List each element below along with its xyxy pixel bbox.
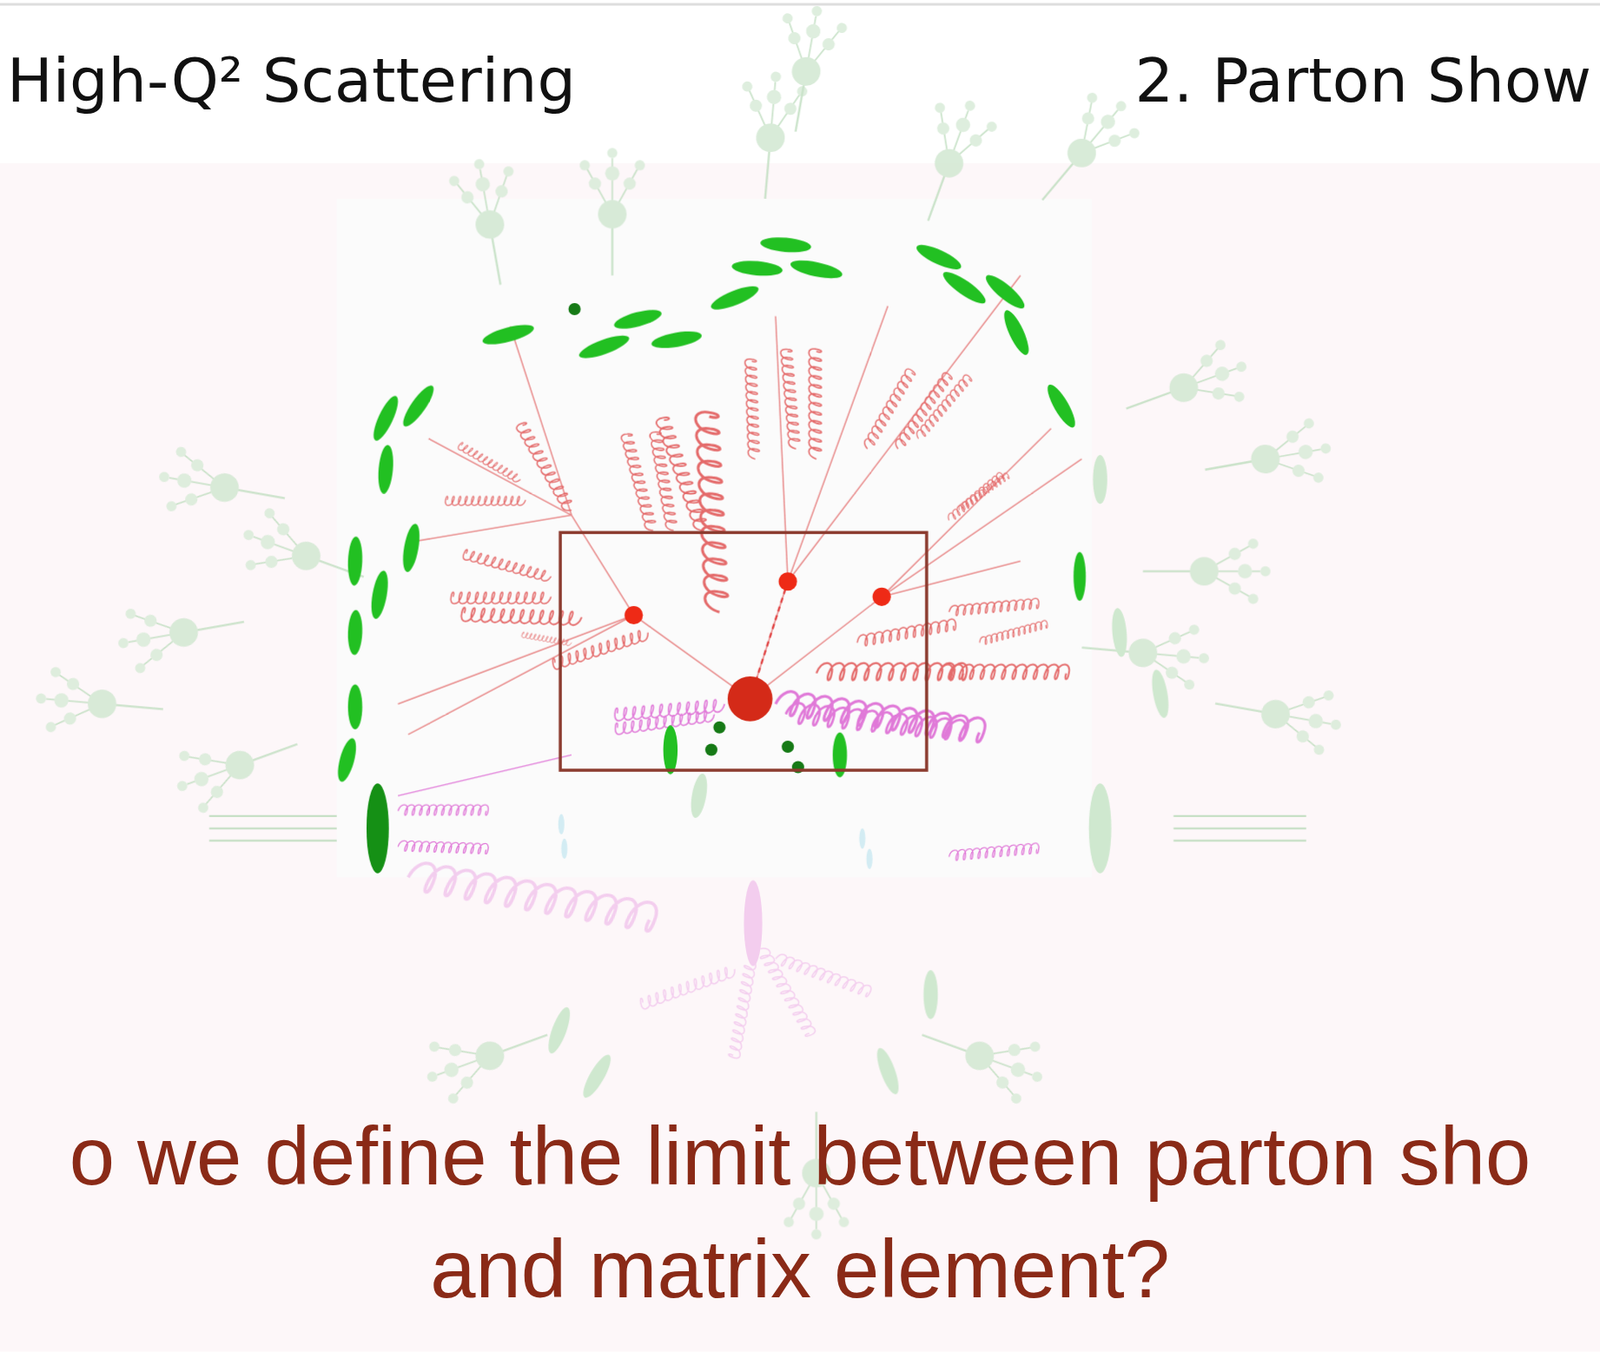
question-line: o we define the limit between parton sho <box>69 1111 1532 1202</box>
section-header: 2. Parton Show <box>1134 47 1592 115</box>
question-line: and matrix element? <box>429 1224 1171 1315</box>
slide-header: High-Q² Scattering <box>6 47 576 115</box>
